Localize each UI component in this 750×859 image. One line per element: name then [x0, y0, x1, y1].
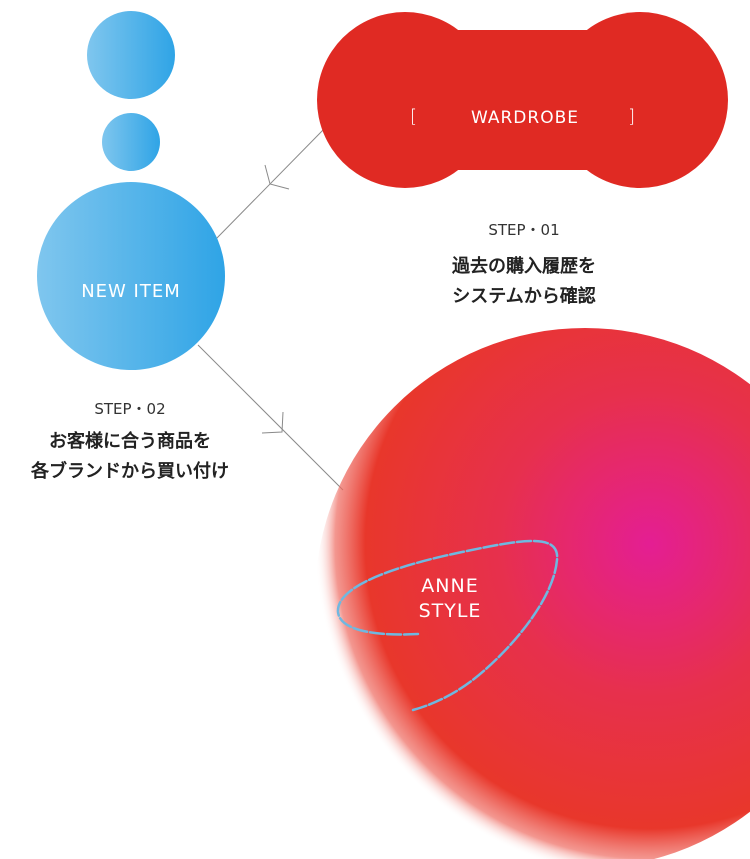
wardrobe-label: WARDROBE: [470, 108, 579, 128]
bubble-small: [102, 113, 160, 171]
step2-label: STEP・02: [94, 400, 166, 418]
new-item-label: NEW ITEM: [81, 281, 181, 302]
connector-new-item-to-anne-style: [197, 344, 344, 491]
step2-description: お客様に合う商品を 各ブランドから買い付け: [0, 427, 260, 487]
new-item-node: [37, 182, 225, 370]
step2-desc-line1: お客様に合う商品を: [49, 431, 211, 452]
anne-style-node: [315, 328, 750, 859]
bubble-large: [87, 11, 175, 99]
step2-desc-line2: 各ブランドから買い付け: [31, 461, 229, 482]
anne-style-label: ANNE STYLE: [395, 574, 505, 624]
wardrobe-node: [317, 0, 728, 252]
step1-description: 過去の購入履歴を システムから確認: [394, 252, 654, 312]
wardrobe-bracket-left: [: [410, 106, 418, 127]
step1-desc-line1: 過去の購入履歴を: [452, 256, 596, 277]
anne-style-line1: ANNE: [421, 575, 479, 597]
arrowhead-icon: [261, 411, 284, 434]
step1-desc-line2: システムから確認: [452, 286, 596, 307]
scribble-loop: [336, 539, 559, 712]
anne-style-line2: STYLE: [418, 600, 482, 622]
step1-label: STEP・01: [488, 221, 560, 239]
wardrobe-bracket-right: ]: [628, 106, 636, 127]
arrowhead-icon: [264, 164, 290, 190]
